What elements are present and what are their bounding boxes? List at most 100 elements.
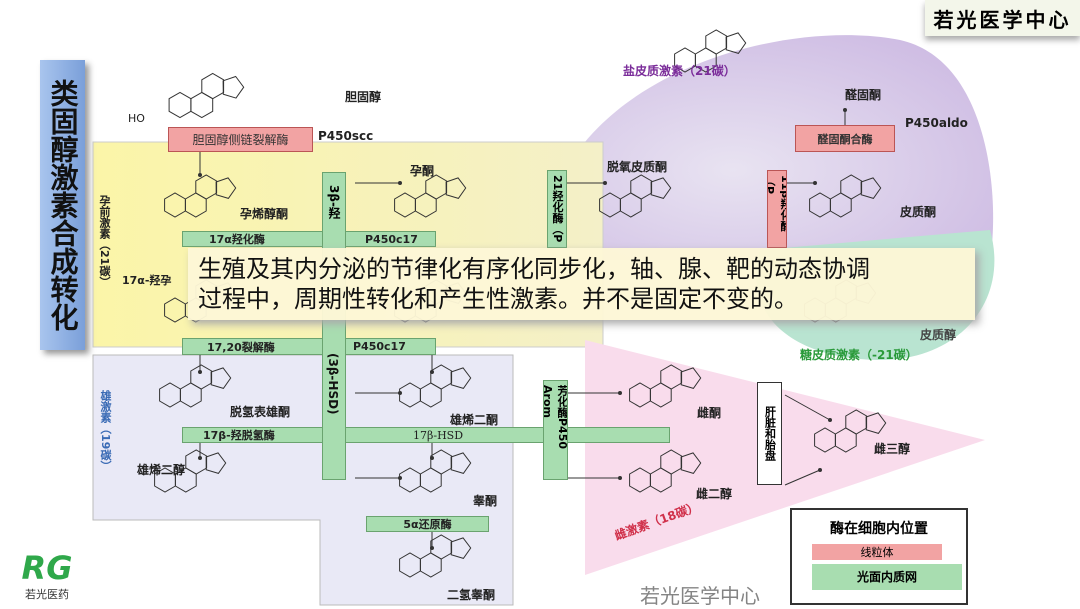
ring-hexagon xyxy=(159,382,181,408)
ring-hexagon xyxy=(164,192,186,218)
steroid-structure xyxy=(399,364,472,408)
ring-hexagon xyxy=(419,382,442,408)
compound-doc: 脱氧皮质酮 xyxy=(607,160,668,174)
ring-hexagon xyxy=(179,382,202,408)
ring-hexagon xyxy=(419,552,442,578)
compound-cholesterol: 胆固醇 xyxy=(345,90,382,104)
ring-hexagon xyxy=(630,174,653,200)
group-mineralocorticoids: 盐皮质激素（21碳） xyxy=(623,64,736,78)
compound-androstenedione: 雄烯二酮 xyxy=(450,413,499,427)
steroid-structure xyxy=(814,409,887,453)
liver-placenta-box: 肝脏和胎盘 xyxy=(757,382,782,485)
ring-hexagon xyxy=(845,409,868,435)
steroid-structure xyxy=(809,174,882,218)
enzyme-17b-hsd: 17β-羟脱氢酶 xyxy=(203,429,275,442)
legend-watermark: 若光医学中心 xyxy=(640,584,760,608)
compound-corticosterone: 皮质酮 xyxy=(900,205,937,219)
estrogen-region xyxy=(585,340,985,575)
ring-hexagon xyxy=(190,91,214,119)
arrow-head xyxy=(618,476,622,480)
ring-hexagon xyxy=(190,364,213,390)
arrow-head xyxy=(430,370,434,374)
overlay-note: 生殖及其内分泌的节律化有序化同步化，轴、腺、靶的动态协调 过程中，周期性转化和产… xyxy=(188,248,975,320)
arrow-head xyxy=(843,108,847,112)
arrow-head xyxy=(198,456,202,460)
arrow-head xyxy=(398,181,402,185)
ring-hexagon xyxy=(660,449,683,475)
ring-hexagon xyxy=(430,449,453,475)
steroid-structure xyxy=(154,449,227,493)
ring-hexagon xyxy=(195,174,218,200)
ring-hexagon xyxy=(399,382,421,408)
legend-ser: 光面内质网 xyxy=(812,564,962,590)
steroid-structure xyxy=(159,364,232,408)
compound-cortisol: 皮质醇 xyxy=(920,328,957,342)
ring-hexagon xyxy=(419,467,442,493)
group-glucocorticoids: 糖皮质激素（-21碳） xyxy=(800,348,918,362)
reaction-arrow xyxy=(784,394,831,421)
steroid-structure xyxy=(164,174,237,218)
enzyme-3b-hsd-abbr: (3β-HSD) xyxy=(326,353,340,415)
enzyme-17a-hydroxylase-bar: 17α羟化酶 P450c17 xyxy=(182,231,436,247)
ring-hexagon xyxy=(705,29,728,55)
ring-hexagon xyxy=(425,174,448,200)
group-androgens: 雄激素（19碳） xyxy=(99,390,112,472)
ring-pentagon xyxy=(680,452,702,474)
ring-hexagon xyxy=(414,192,437,218)
steroid-structure xyxy=(674,29,747,73)
enzyme-3b-hsd-bar: 3β-羟 (3β-HSD) xyxy=(322,172,346,480)
enzyme-scc: 胆固醇侧链裂解酶 xyxy=(168,127,313,152)
mineralocorticoid-region xyxy=(560,35,994,260)
enzyme-11b-hydroxylase: 11β羟化酶（P xyxy=(767,170,787,248)
androgen-region xyxy=(92,354,514,606)
ring-hexagon xyxy=(164,297,186,323)
enzyme-1720-lyase: 17,20裂解酶 xyxy=(207,340,275,354)
ring-pentagon xyxy=(650,177,672,199)
enzyme-aldo-synthase: 醛固酮合酶 xyxy=(795,125,895,152)
compound-dht: 二氢睾酮 xyxy=(447,588,496,602)
steroid-structure xyxy=(599,174,672,218)
arrow-head xyxy=(430,546,434,550)
steroid-structure xyxy=(399,534,472,578)
arrow-head xyxy=(198,370,202,374)
ring-hexagon xyxy=(649,382,672,408)
ring-pentagon xyxy=(205,452,227,474)
overlay-line-2: 过程中，周期性转化和产生性激素。并不是固定不变的。 xyxy=(198,285,798,313)
enzyme-21-hydroxylase: 21羟化酶（P xyxy=(547,170,567,248)
arrow-head xyxy=(818,468,822,472)
page-title: 类固醇激素合成转化 xyxy=(40,60,85,350)
legend-title: 酶在细胞内位置 xyxy=(830,521,928,537)
ring-pentagon xyxy=(210,367,232,389)
enzyme-p450c17-a: P450c17 xyxy=(365,232,418,246)
compound-pregnenolone: 孕烯醇酮 xyxy=(240,207,289,221)
steroid-structure xyxy=(168,72,245,119)
ring-hexagon xyxy=(399,467,421,493)
ring-hexagon xyxy=(430,364,453,390)
arrow-head xyxy=(430,456,434,460)
arrow-head xyxy=(398,391,402,395)
enzyme-aromatase: 芳化酶P450 Arom xyxy=(543,380,568,480)
logo: RG 若光医药 xyxy=(4,550,90,608)
arrow-head xyxy=(813,181,817,185)
ring-pentagon xyxy=(450,452,472,474)
ring-hexagon xyxy=(660,364,683,390)
ring-pentagon xyxy=(222,75,245,99)
enzyme-aldo-code: P450aldo xyxy=(905,116,968,130)
enzyme-17b-hsd-bar: 17β-羟脱氢酶 17β-HSD xyxy=(182,427,670,443)
ring-hexagon xyxy=(840,174,863,200)
compound-dhea: 脱氢表雄酮 xyxy=(230,405,291,419)
arrow-head xyxy=(618,391,622,395)
ring-hexagon xyxy=(394,192,416,218)
legend: 酶在细胞内位置 线粒体 光面内质网 xyxy=(790,508,968,605)
compound-17oh: 17α-羟孕 xyxy=(122,274,172,287)
arrow-head xyxy=(603,181,607,185)
ring-pentagon xyxy=(450,367,472,389)
ring-pentagon xyxy=(445,177,467,199)
logo-mark: RG xyxy=(21,549,73,587)
steroid-structure xyxy=(399,449,472,493)
arrow-head xyxy=(828,418,832,422)
steroid-structure xyxy=(629,364,702,408)
steroid-structure xyxy=(394,174,467,218)
ring-hexagon xyxy=(649,467,672,493)
reaction-arrow xyxy=(784,469,821,486)
